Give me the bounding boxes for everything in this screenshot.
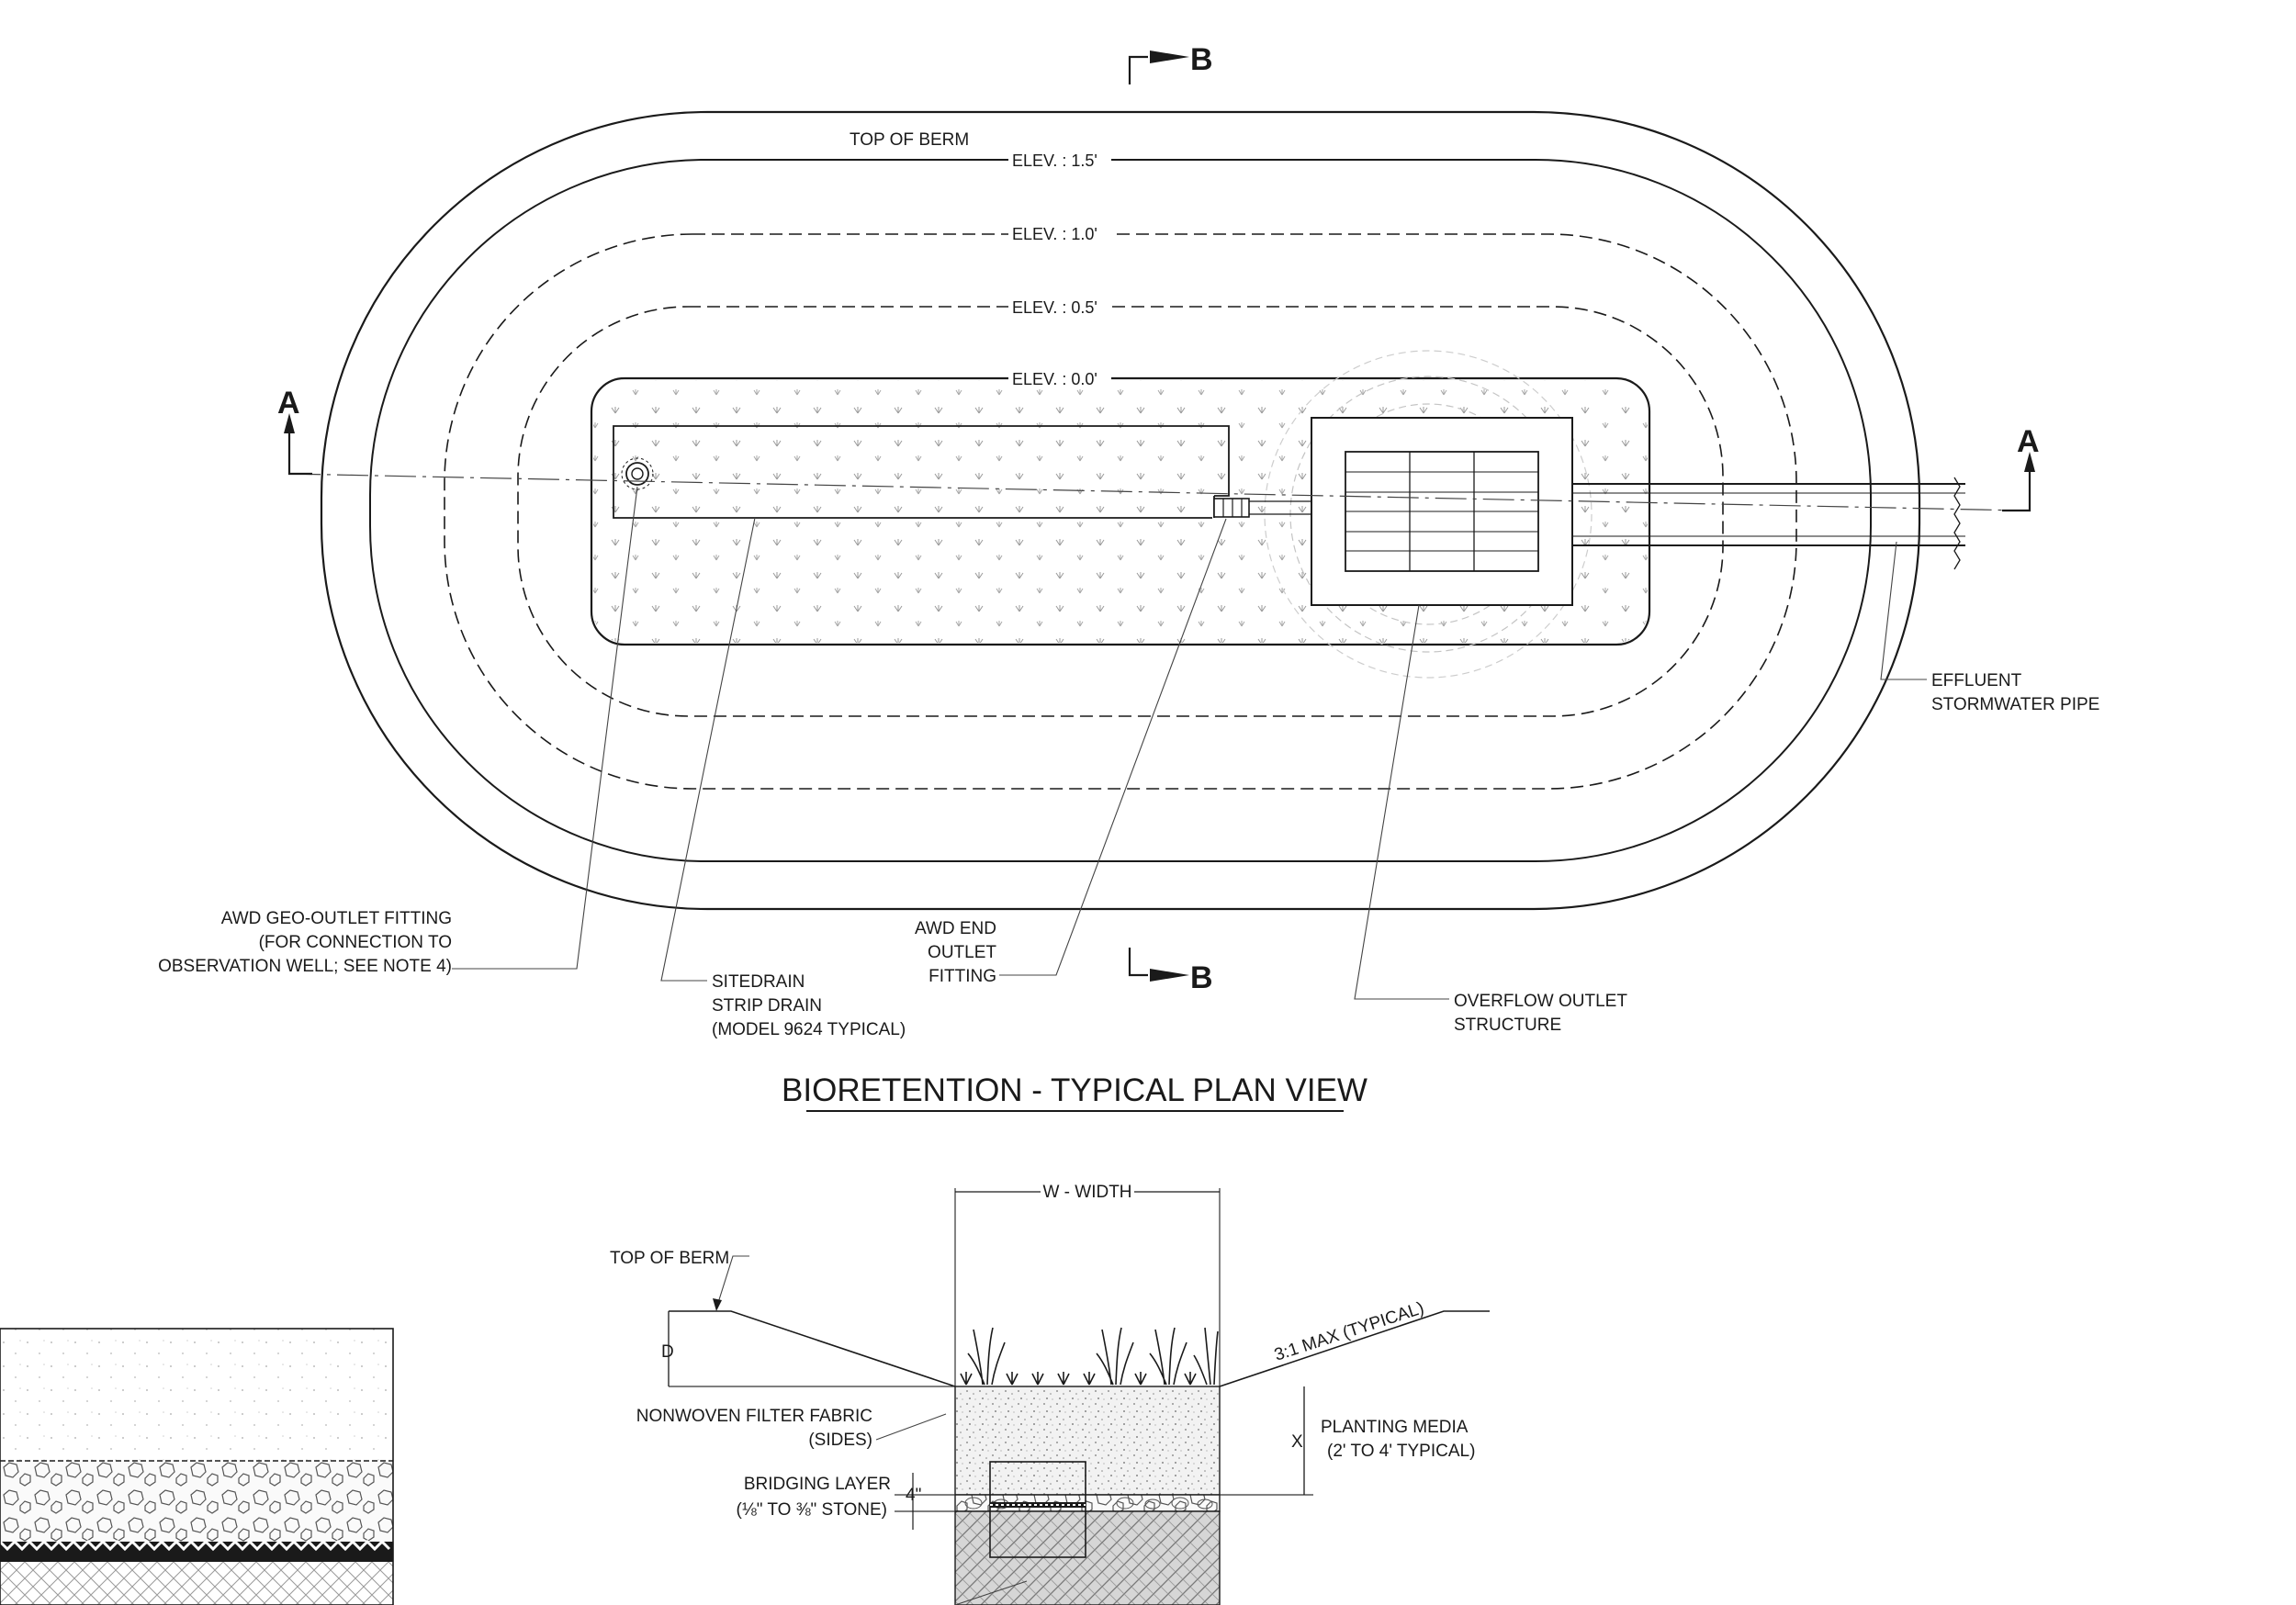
berm-slope-right [1219, 1310, 1490, 1387]
contour-1-0 [444, 233, 1797, 790]
callout-line: STRUCTURE [1454, 1016, 1561, 1035]
callout-line: EFFLUENT [1931, 671, 2022, 690]
section-b-letter: B [1190, 960, 1213, 995]
cross-section-view: W - WIDTH D TOP OF BERM 3:1 MAX (TYPICAL… [610, 1181, 1490, 1605]
callout-line: AWD END [915, 919, 996, 938]
filter-fabric-label: (SIDES) [808, 1431, 872, 1450]
callout-line: OBSERVATION WELL; SEE NOTE 4) [158, 957, 452, 976]
effluent-stormwater-pipe [1572, 477, 1965, 570]
effluent-callout: EFFLUENT STORMWATER PIPE [1931, 671, 2099, 714]
callout-line: SITEDRAIN [712, 972, 805, 992]
bridging-stones [964, 1497, 1213, 1510]
section-a-letter: A [277, 386, 300, 421]
section-a-marker-right: A [2002, 424, 2040, 512]
callout-line: (FOR CONNECTION TO [259, 933, 452, 952]
end-outlet-callout: AWD END OUTLET FITTING [915, 919, 996, 986]
section-a-marker-left: A [277, 386, 312, 476]
callout-line: OUTLET [928, 943, 996, 962]
contour-0-5 [517, 306, 1724, 717]
contour-elevation-label: ELEV. : 0.5' [1012, 298, 1097, 317]
filter-fabric-label: NONWOVEN FILTER FABRIC [636, 1407, 872, 1426]
geo-outlet-leader [452, 486, 638, 970]
berm-outer-edge [320, 110, 1921, 911]
planting-media-label: (2' TO 4' TYPICAL) [1327, 1442, 1475, 1461]
sitedrain-leader [660, 517, 756, 982]
planting-media-label: PLANTING MEDIA [1321, 1418, 1469, 1437]
end-outlet-leader [999, 518, 1227, 976]
bottom-callout-leader [954, 1580, 1028, 1605]
bridging-layer-label: (⅛" TO ⅜" STONE) [737, 1500, 887, 1520]
overflow-outlet-structure [1311, 417, 1573, 606]
plan-view: A A B B ELEV. : 1.5' ELEV. : 1.0' ELEV. … [158, 42, 2099, 1112]
drainage-core-strip [0, 1539, 393, 1562]
bridging-thickness-label: 4" [906, 1486, 921, 1505]
planting-vegetation [960, 1327, 1219, 1386]
sitedrain-callout: SITEDRAIN STRIP DRAIN (MODEL 9624 TYPICA… [712, 972, 906, 1039]
planting-media-layer [954, 1386, 1221, 1496]
geo-outlet-callout: AWD GEO-OUTLET FITTING (FOR CONNECTION T… [158, 909, 452, 976]
overflow-leader [1354, 604, 1449, 1000]
berm-slope-left [669, 1310, 956, 1387]
contour-elevation-label: ELEV. : 0.0' [1012, 370, 1097, 388]
sitedrain-strip-drain [613, 425, 1230, 519]
width-label: W - WIDTH [1042, 1183, 1131, 1202]
native-soil [954, 1510, 1221, 1605]
slope-label: 3:1 MAX (TYPICAL) [1272, 1298, 1426, 1365]
contour-elevation-label: ELEV. : 1.0' [1012, 225, 1097, 243]
plan-view-title: BIORETENTION - TYPICAL PLAN VIEW [782, 1072, 1367, 1108]
top-of-berm-label: TOP OF BERM [610, 1249, 729, 1268]
section-a-cut-line [288, 473, 2021, 511]
callout-line: STORMWATER PIPE [1931, 695, 2099, 714]
callout-line: OVERFLOW OUTLET [1454, 992, 1627, 1011]
callout-line: (MODEL 9624 TYPICAL) [712, 1020, 906, 1039]
filter-fabric-leader [875, 1413, 947, 1441]
top-of-berm-contour [369, 159, 1872, 862]
section-a-letter: A [2017, 424, 2040, 459]
bridging-layer-label: BRIDGING LAYER [744, 1475, 891, 1494]
depth-label: D [661, 1342, 674, 1362]
section-b-letter: B [1190, 42, 1213, 77]
callout-line: AWD GEO-OUTLET FITTING [221, 909, 452, 928]
section-b-marker-bottom: B [1128, 948, 1213, 995]
section-b-marker-top: B [1128, 42, 1213, 84]
top-of-berm-leader [715, 1255, 749, 1309]
contour-elevation-label: ELEV. : 1.5' [1012, 152, 1097, 170]
callout-line: STRIP DRAIN [712, 996, 822, 1016]
partial-detail-left [0, 1328, 394, 1605]
effluent-leader [1880, 541, 1927, 680]
geo-outlet-fitting [621, 457, 654, 490]
media-depth-label: X [1291, 1432, 1303, 1452]
basin-floor-contour [590, 376, 1651, 646]
strip-drain-section [989, 1461, 1086, 1558]
overflow-callout: OVERFLOW OUTLET STRUCTURE [1454, 992, 1627, 1035]
top-of-berm-label: TOP OF BERM [850, 130, 969, 150]
end-outlet-fitting [1213, 498, 1311, 518]
callout-line: FITTING [929, 967, 996, 986]
